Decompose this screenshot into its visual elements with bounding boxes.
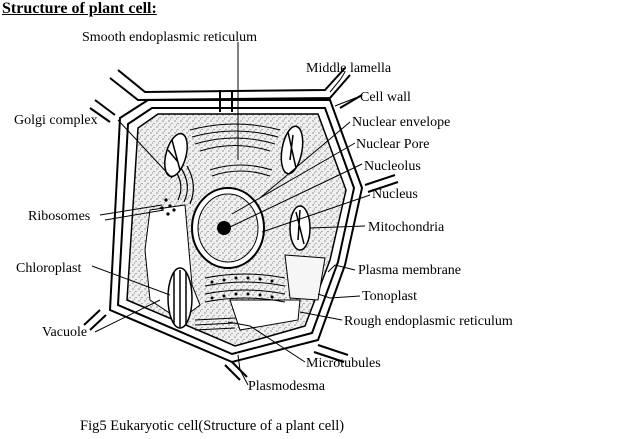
label-nucleus: Nucleus	[372, 187, 418, 202]
label-nuclear-pore: Nuclear Pore	[356, 137, 429, 152]
label-microtubules: Microtubules	[306, 356, 381, 371]
label-chloroplast: Chloroplast	[16, 261, 81, 276]
plasmodesma	[219, 90, 233, 112]
label-rough-er: Rough endoplasmic reticulum	[344, 314, 513, 329]
rough-er	[204, 273, 286, 303]
chloroplast	[167, 267, 193, 329]
figure-caption: Fig5 Eukaryotic cell(Structure of a plan…	[80, 418, 344, 434]
label-golgi: Golgi complex	[14, 113, 98, 128]
cell-wall	[108, 99, 364, 364]
diagram-title: Structure of plant cell:	[2, 0, 157, 17]
label-vacuole: Vacuole	[42, 325, 87, 340]
label-smooth-er: Smooth endoplasmic reticulum	[82, 30, 257, 45]
label-cell-wall: Cell wall	[360, 90, 411, 105]
labels: Smooth endoplasmic reticulum Middle lame…	[14, 30, 513, 394]
label-nuclear-envelope: Nuclear envelope	[352, 115, 450, 130]
rough-er-ribosomes	[210, 276, 274, 300]
label-ribosomes: Ribosomes	[28, 209, 90, 224]
smooth-er	[189, 123, 281, 177]
label-plasmodesma: Plasmodesma	[248, 379, 326, 394]
label-tonoplast: Tonoplast	[362, 289, 417, 304]
microtubules	[194, 317, 236, 331]
vacuole-right	[284, 254, 326, 301]
nucleolus	[217, 221, 231, 235]
vacuole-lower	[229, 299, 301, 331]
label-mitochondria: Mitochondria	[368, 220, 445, 235]
ribosomes	[160, 198, 176, 216]
label-nucleolus: Nucleolus	[364, 159, 421, 174]
label-middle-lamella: Middle lamella	[306, 61, 392, 76]
label-plasma-membrane: Plasma membrane	[358, 263, 461, 278]
leader-lines	[91, 42, 371, 386]
